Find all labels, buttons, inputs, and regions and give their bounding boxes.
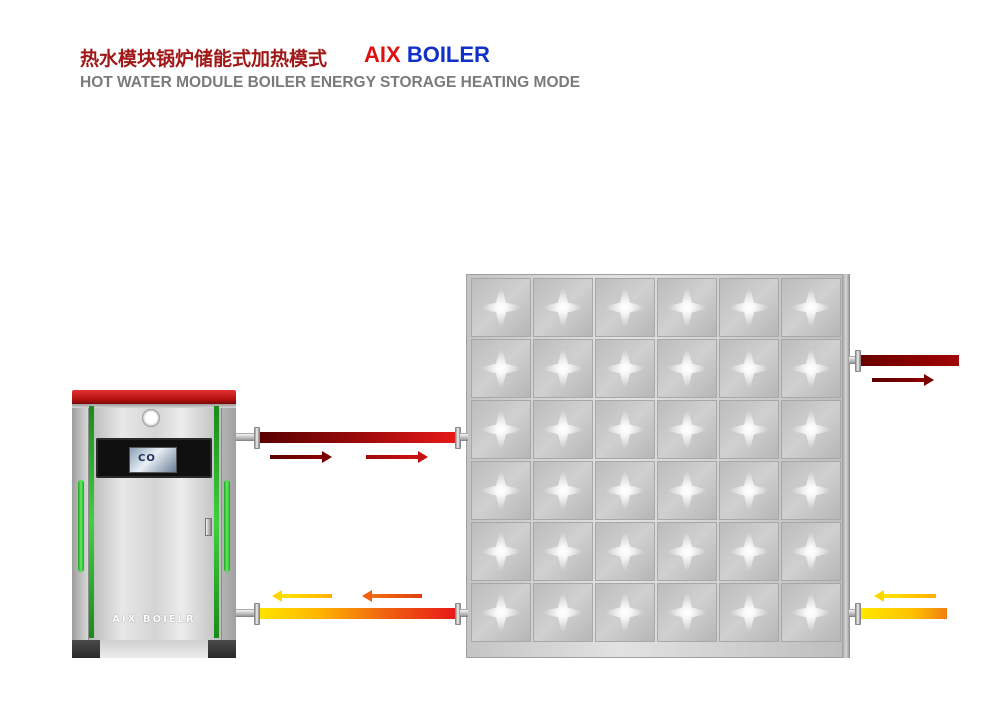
tank-module-tile <box>657 522 717 581</box>
brand-part-boiler: BOILER <box>406 42 490 67</box>
tank-module-tile <box>781 583 841 642</box>
tank-module-tile <box>657 461 717 520</box>
tank-module-tile <box>719 461 779 520</box>
page-title-english: HOT WATER MODULE BOILER ENERGY STORAGE H… <box>80 74 581 91</box>
control-screen: CO <box>129 447 177 473</box>
tank-module-tile <box>657 339 717 398</box>
arrow-right-icon <box>270 451 332 463</box>
boiler-return-flange <box>254 603 260 625</box>
tank-module-tile <box>471 339 531 398</box>
tank-module-tile <box>471 278 531 337</box>
boiler-top-cap <box>72 390 236 404</box>
boiler-brand-label: AIX BOIELR <box>112 614 196 625</box>
boiler-supply-flange <box>254 427 260 449</box>
tank-outlet-flange <box>855 350 861 372</box>
boiler-green-strip-right <box>214 406 219 638</box>
tank-inlet-stub <box>460 433 468 441</box>
tank-module-tile <box>719 278 779 337</box>
tank-module-tile <box>533 583 593 642</box>
arrow-right-icon <box>366 451 428 463</box>
arrow-left-icon <box>362 590 422 602</box>
tank-module-tile <box>657 583 717 642</box>
boiler-return-stub <box>236 609 258 617</box>
arrow-left-icon <box>874 590 936 602</box>
pressure-gauge-icon <box>142 409 160 427</box>
boiler-cap-shadow <box>72 404 236 408</box>
storage-tank-edge <box>842 274 850 658</box>
boiler-base-gap <box>100 640 208 658</box>
brand-logo: AIX BOILER <box>364 42 490 68</box>
tank-module-tile <box>595 522 655 581</box>
tank-module-tile <box>595 583 655 642</box>
tank-module-tile <box>781 461 841 520</box>
tank-module-tile <box>471 461 531 520</box>
tank-module-tile <box>719 400 779 459</box>
boiler-unit: CO AIX BOIELR <box>72 390 236 658</box>
tank-module-tile <box>471 400 531 459</box>
tank-module-tile <box>533 522 593 581</box>
boiler-green-strip-left <box>89 406 94 638</box>
tank-module-tile <box>781 522 841 581</box>
tank-module-tile <box>471 522 531 581</box>
tank-module-tile <box>781 278 841 337</box>
tank-module-tile <box>533 461 593 520</box>
storage-tank-modules <box>471 278 841 642</box>
tank-module-tile <box>533 339 593 398</box>
tank-module-tile <box>657 400 717 459</box>
hot-supply-pipe <box>260 432 456 443</box>
tank-module-tile <box>533 400 593 459</box>
tank-outlet-stub <box>849 356 859 364</box>
tank-module-tile <box>719 339 779 398</box>
tank-module-tile <box>595 400 655 459</box>
tank-module-tile <box>533 278 593 337</box>
tank-module-tile <box>719 583 779 642</box>
return-pipe <box>260 608 456 619</box>
tank-return-stub <box>460 609 468 617</box>
boiler-supply-stub <box>236 433 258 441</box>
boiler-control-panel: CO <box>96 438 212 478</box>
tank-module-tile <box>781 339 841 398</box>
boiler-side-light-right <box>224 480 230 572</box>
tank-module-tile <box>781 400 841 459</box>
door-handle-icon <box>205 518 212 536</box>
tank-module-tile <box>471 583 531 642</box>
tank-module-tile <box>595 278 655 337</box>
page-title-chinese: 热水模块锅炉储能式加热模式 <box>80 48 328 70</box>
tank-module-tile <box>719 522 779 581</box>
arrow-left-icon <box>272 590 332 602</box>
cold-inlet-pipe <box>861 608 947 619</box>
tank-module-tile <box>595 461 655 520</box>
tank-cold-flange <box>855 603 861 625</box>
control-screen-logo: CO <box>138 453 156 464</box>
tank-module-tile <box>657 278 717 337</box>
tank-module-tile <box>595 339 655 398</box>
tank-cold-stub <box>849 609 859 617</box>
arrow-right-icon <box>872 374 934 386</box>
boiler-side-light-left <box>78 480 84 572</box>
brand-part-aix: AIX <box>364 42 401 67</box>
hot-outlet-pipe <box>861 355 959 366</box>
